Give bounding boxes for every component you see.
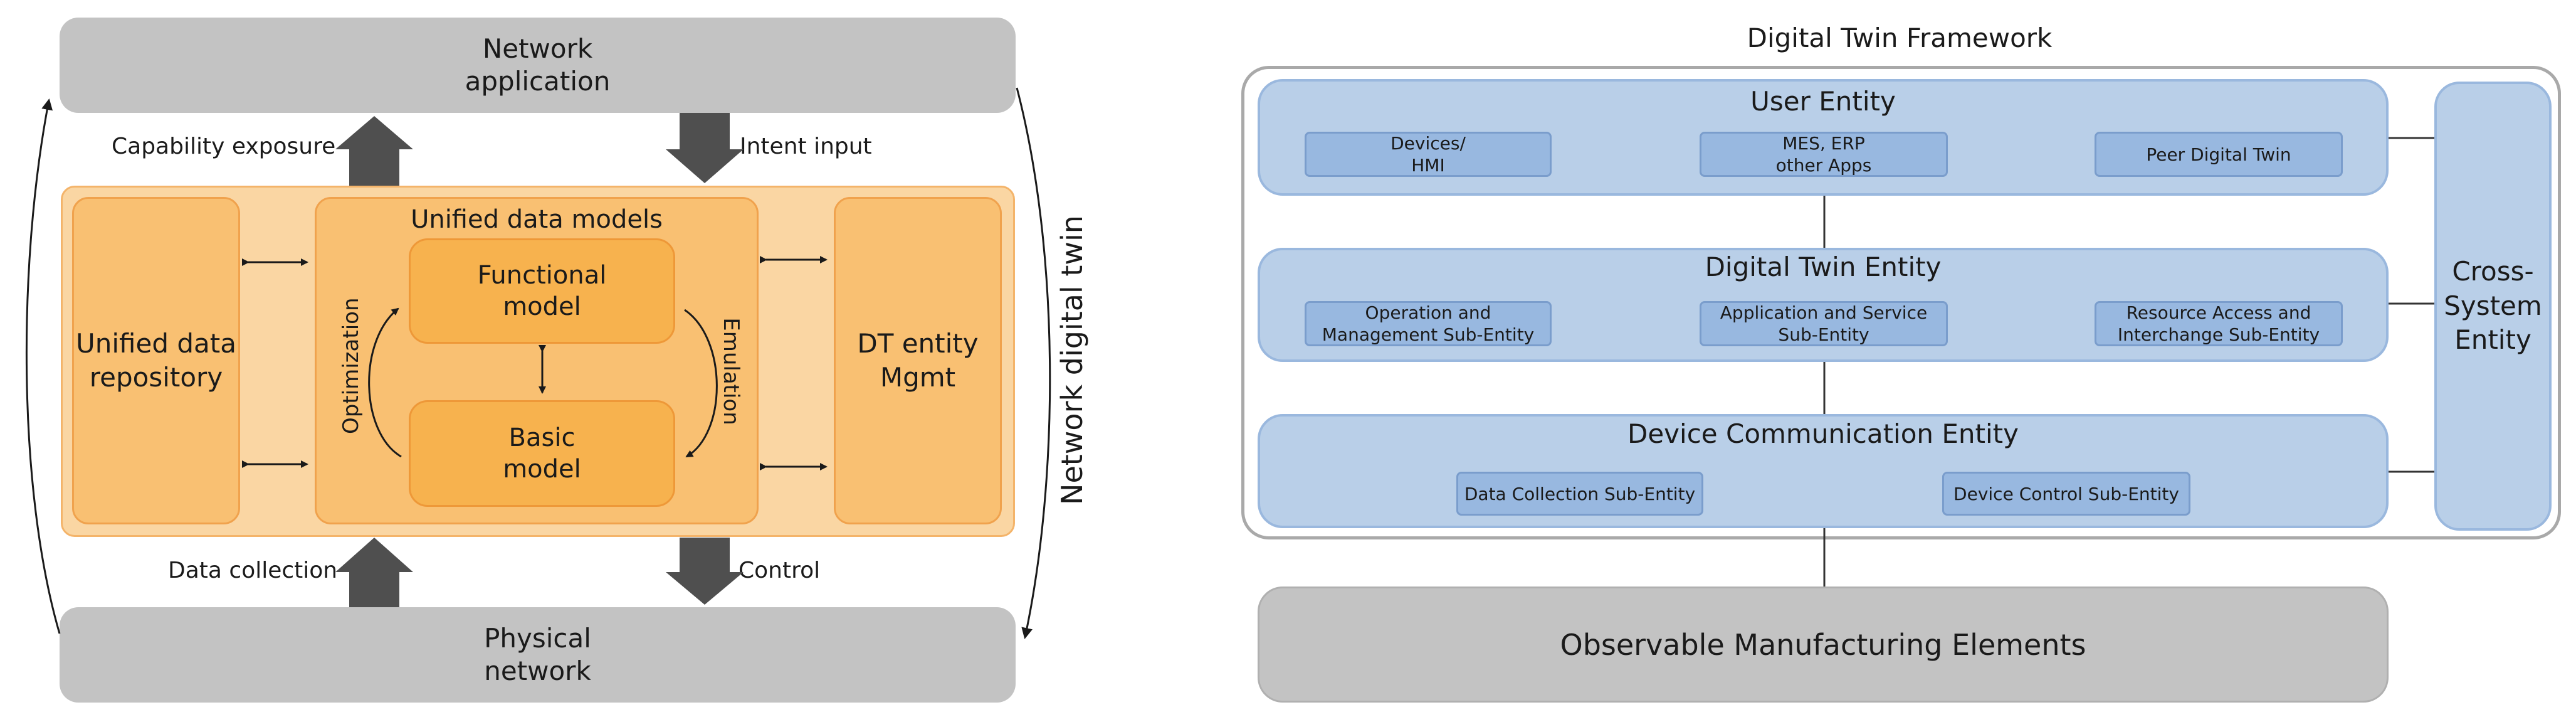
dt-item-operation-management: Operation and Management Sub-Entity [1305,301,1552,346]
dt-entity-mgmt-block: DT entity Mgmt [834,197,1002,524]
observable-manufacturing-elements: Observable Manufacturing Elements [1258,587,2389,703]
intent-input-label: Intent input [740,134,872,159]
network-application-box: Network application [60,18,1016,113]
functional-model-box: Functional model [409,238,675,344]
network-digital-twin-label: Network digital twin [1055,215,1089,505]
right-outer-curve [1016,87,1051,639]
left-outer-curve [25,98,61,634]
unified-data-models-title: Unified data models [411,205,663,234]
dt-item-application-service: Application and Service Sub-Entity [1700,301,1948,346]
dt-item-resource-access: Resource Access and Interchange Sub-Enti… [2095,301,2343,346]
user-item-devices-hmi: Devices/ HMI [1305,132,1552,177]
physical-network-box: Physical network [60,607,1016,703]
device-communication-entity-title: Device Communication Entity [1627,418,2019,449]
framework-title: Digital Twin Framework [1747,22,2053,53]
cross-system-entity: Cross- System Entity [2434,82,2552,531]
user-item-mes-erp: MES, ERP other Apps [1700,132,1948,177]
device-item-device-control: Device Control Sub-Entity [1942,472,2190,516]
data-collection-label: Data collection [168,558,338,583]
device-communication-entity [1258,414,2389,528]
optimization-label: Optimization [339,297,364,435]
user-entity-title: User Entity [1750,85,1896,117]
device-item-data-collection: Data Collection Sub-Entity [1456,472,1703,516]
control-label: Control [739,558,821,583]
emulation-label: Emulation [718,317,744,425]
data-collection-arrow [335,538,413,607]
user-item-peer-digital-twin: Peer Digital Twin [2095,132,2343,177]
capability-exposure-arrow [335,116,413,186]
unified-data-repository-block: Unified data repository [72,197,240,524]
control-arrow [666,538,744,605]
intent-input-arrow [666,113,744,183]
basic-model-box: Basic model [409,400,675,507]
capability-exposure-label: Capability exposure [112,134,336,159]
digital-twin-entity-title: Digital Twin Entity [1705,251,1942,282]
